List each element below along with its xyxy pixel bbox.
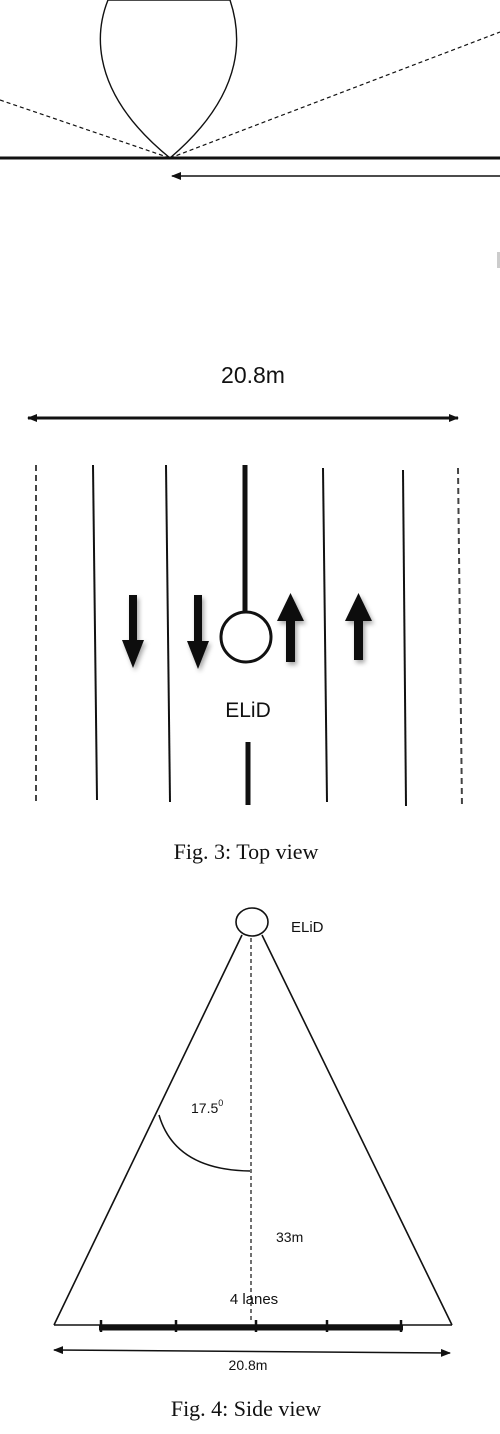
lane-line-3 [322, 467, 328, 803]
elid-device-top [219, 610, 273, 664]
traffic-arrow-down-1 [122, 595, 144, 668]
traffic-arrow-up-1 [277, 593, 304, 662]
road-edge-right-dashed [457, 467, 463, 809]
half-angle-label: 17.50 [191, 1098, 223, 1116]
beam-lobe [99, 0, 238, 159]
traffic-arrow-up-2 [345, 593, 372, 660]
traffic-arrow-down-2 [187, 595, 209, 669]
side-view-width-label: 20.8m [229, 1357, 268, 1373]
side-view-width-dimension-arrow [53, 1346, 451, 1357]
lane-line-2 [165, 464, 171, 803]
lane-line-1 [92, 464, 98, 801]
cropped-mark [497, 252, 500, 268]
fig3-caption: Fig. 3: Top view [174, 839, 319, 864]
side-view-device-label: ELiD [291, 919, 324, 936]
beam-dashed-right [169, 31, 500, 159]
half-angle-arc [158, 1114, 251, 1172]
previous-figure-fragment [0, 0, 500, 268]
cone-edge-left [53, 934, 243, 1326]
lanes-label: 4 lanes [230, 1291, 278, 1308]
top-view-diagram: 20.8m ELiD Fig. 3: Top view [27, 362, 463, 864]
lane-line-4 [402, 469, 407, 807]
top-view-device-label: ELiD [225, 699, 271, 722]
cone-edge-right [261, 934, 453, 1326]
beam-dashed-left [0, 99, 171, 159]
height-label: 33m [276, 1229, 303, 1245]
side-view-diagram: ELiD 17.50 33m 4 lanes 20.8m Fig. 4: Sid… [53, 907, 453, 1421]
fig4-caption: Fig. 4: Side view [171, 1396, 321, 1421]
top-view-width-label: 20.8m [221, 362, 285, 388]
elid-device-side [235, 907, 269, 937]
